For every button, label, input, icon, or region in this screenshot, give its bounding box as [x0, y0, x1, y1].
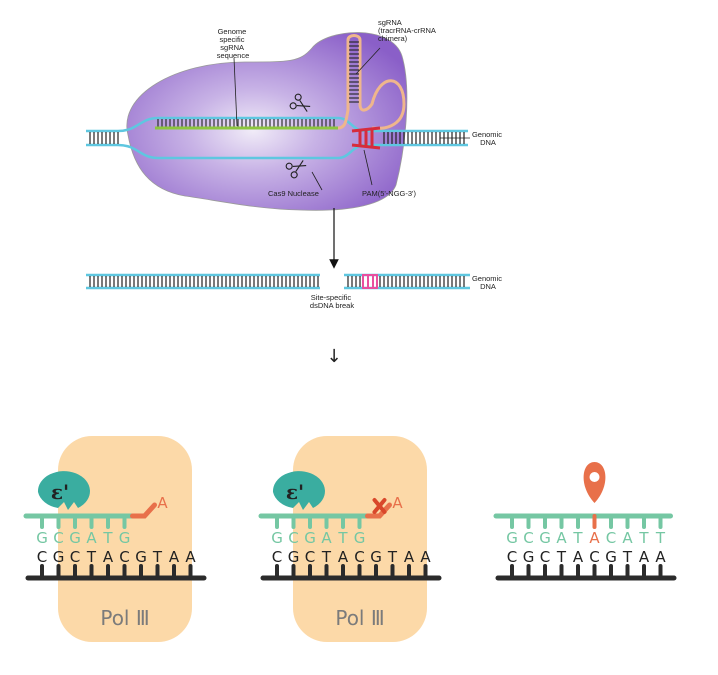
down-arrow-glyph: ↓: [326, 346, 341, 367]
template-base: A: [420, 548, 431, 566]
label-genome-specific-sgrna: Genome specific sgRNA sequence: [217, 27, 250, 60]
broken-dna-rungs: [89, 276, 465, 287]
template-base: T: [556, 548, 567, 566]
label-site-specific-break: Site-specific dsDNA break: [310, 293, 354, 310]
epsilon-exonuclease-icon: [37, 471, 90, 510]
epsilon-exonuclease-icon: [272, 471, 325, 510]
leader-line: [363, 149, 373, 186]
template-base: T: [321, 548, 332, 566]
template-base: A: [639, 548, 650, 566]
new-strand-base: C: [53, 529, 63, 547]
cas9-nuclease-body: [126, 32, 408, 211]
new-strand-base: C: [523, 529, 533, 547]
template-base: G: [135, 548, 147, 566]
template-base: T: [387, 548, 398, 566]
new-strand-base: G: [69, 529, 81, 547]
new-strand-base: T: [337, 529, 348, 547]
template-base: C: [37, 548, 47, 566]
template-base: C: [540, 548, 550, 566]
template-base: C: [305, 548, 315, 566]
pam-site: [351, 126, 381, 150]
genomic-dna-rungs: [89, 119, 465, 144]
new-strand-base: G: [539, 529, 551, 547]
tracrrna-loop: [337, 34, 406, 130]
template-base: C: [272, 548, 282, 566]
leader-line: [233, 57, 238, 127]
template-base: T: [152, 548, 163, 566]
label-cas9-nuclease: Cas9 Nuclease: [268, 189, 319, 198]
new-strand-base: A: [556, 529, 567, 547]
new-strand-base: A: [589, 529, 600, 547]
template-base: G: [53, 548, 65, 566]
scissors-icon: [285, 160, 307, 179]
enzyme-label: ε': [286, 480, 304, 504]
template-base: C: [354, 548, 364, 566]
template-base: A: [404, 548, 415, 566]
new-strand-base: A: [622, 529, 633, 547]
mismatch-base: A: [157, 494, 168, 512]
template-base: G: [288, 548, 300, 566]
template-base: A: [103, 548, 114, 566]
leader-line: [311, 171, 323, 191]
new-strand-base: T: [572, 529, 583, 547]
new-strand-base: G: [304, 529, 316, 547]
enzyme-label: ε': [51, 480, 69, 504]
scissors-icon: [289, 93, 311, 112]
polymerase-label: Pol Ⅲ: [335, 606, 384, 630]
template-base: C: [589, 548, 599, 566]
new-strand-base: A: [86, 529, 97, 547]
new-strand-base: G: [354, 529, 366, 547]
pam-marker-pink: [362, 274, 378, 289]
new-strand-base: G: [36, 529, 48, 547]
label-genomic-dna-mid: Genomic DNA: [472, 274, 504, 291]
new-strand-base: T: [655, 529, 666, 547]
template-base: G: [605, 548, 617, 566]
location-pin-dot: [589, 472, 600, 482]
polymerase-iii-body: [293, 436, 427, 642]
new-strand-base: C: [606, 529, 616, 547]
leader-line: [355, 47, 381, 75]
new-strand-base: G: [119, 529, 131, 547]
template-base: A: [169, 548, 180, 566]
mismatch-overhang: [365, 502, 392, 519]
label-pam: PAM(5'-NGG-3'): [362, 189, 416, 198]
new-strand-base: G: [271, 529, 283, 547]
template-base: A: [185, 548, 196, 566]
polymerase-label: Pol Ⅲ: [100, 606, 149, 630]
new-strand-base: T: [638, 529, 649, 547]
template-base: T: [86, 548, 97, 566]
dsdna-break-panel: Genomic DNA Site-specific dsDNA break ↓: [86, 273, 504, 367]
location-pin-icon: [583, 462, 606, 503]
label-genomic-dna-top: Genomic DNA: [472, 130, 504, 147]
template-base: C: [507, 548, 517, 566]
new-strand-base: T: [102, 529, 113, 547]
template-base: G: [370, 548, 382, 566]
new-strand-base: G: [506, 529, 518, 547]
mismatch-overhang: [130, 502, 157, 519]
new-strand-base: A: [321, 529, 332, 547]
new-strand-base: C: [288, 529, 298, 547]
template-base: C: [70, 548, 80, 566]
template-base: A: [573, 548, 584, 566]
cas9-complex-panel: Genome specific sgRNA sequence sgRNA (tr…: [86, 18, 504, 269]
cleavage-x-icon: [372, 498, 387, 514]
mismatch-base: A: [392, 494, 403, 512]
template-base: C: [119, 548, 129, 566]
label-sgrna-chimera: sgRNA (tracrRNA-crRNA chimera): [378, 18, 438, 43]
template-base: G: [523, 548, 535, 566]
template-base: A: [338, 548, 349, 566]
template-base: A: [655, 548, 666, 566]
sgrna-hairpin-rungs: [349, 41, 359, 103]
template-base: T: [622, 548, 633, 566]
polymerase-iii-body: [58, 436, 192, 642]
